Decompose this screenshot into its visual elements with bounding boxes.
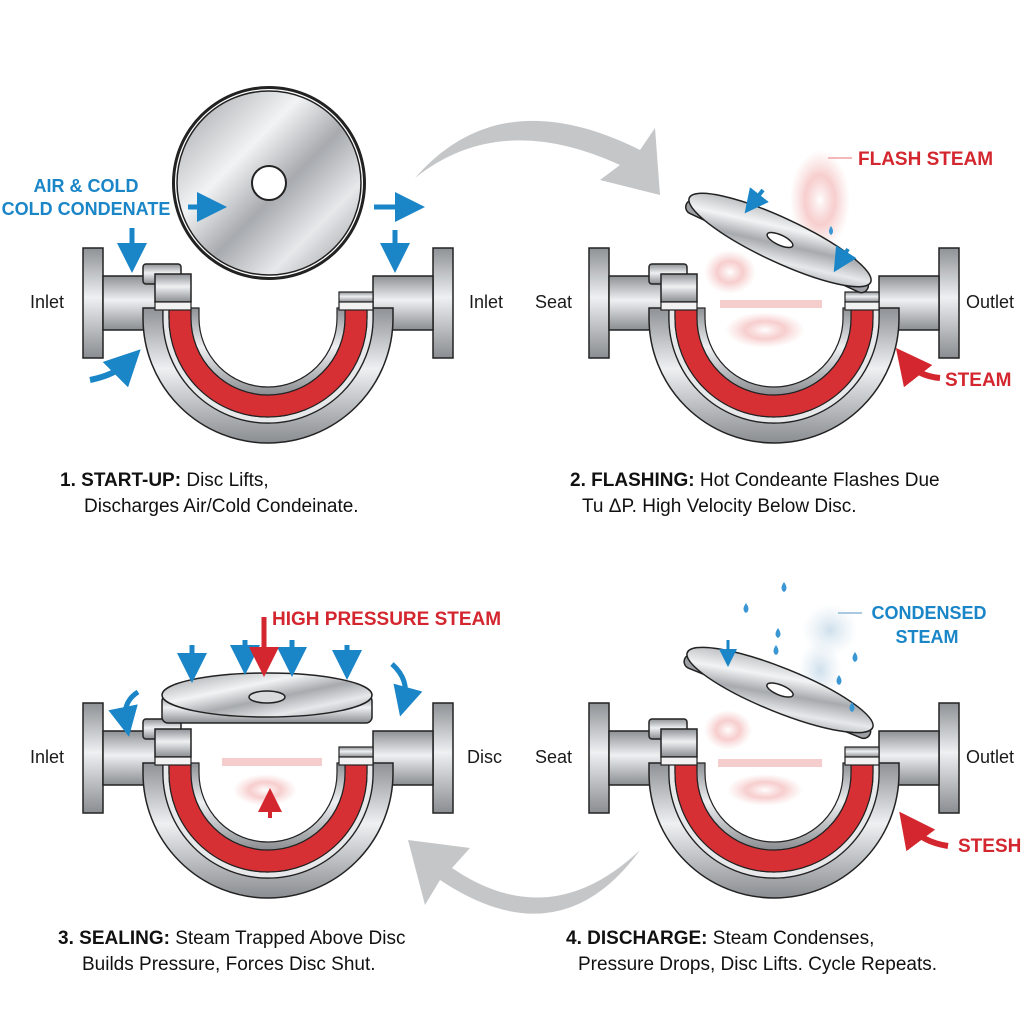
caption-number: 1. [60,470,76,491]
cycle-arrow-bottom [408,840,640,914]
label-outlet: Outlet [966,292,1014,312]
callout-flash-steam: FLASH STEAM [858,149,993,170]
flow-arrow-curved [390,662,423,717]
callout-air-cold: AIR & COLD [34,176,139,196]
water-drop-icon [781,582,787,592]
callout-cold-condensate: COLD CONDENATE [2,199,171,219]
steam-inlet-arrow [895,347,941,388]
caption-flashing: 2. FLASHING: Hot Condeante Flashes Due T… [570,468,940,520]
label-inlet-right: Inlet [469,292,503,312]
panel-flashing: FLASH STEAM STEAM Seat Outlet [535,149,1014,444]
caption-line1: Steam Condenses, [712,928,875,949]
panel-sealing: HIGH PRESSURE STEAM Inlet Disc [30,609,502,899]
water-drop-icon [743,603,749,613]
caption-number: 2. [570,470,586,491]
caption-line1: Steam Trapped Above Disc [175,928,406,949]
steam-puff [727,774,803,806]
caption-line2: Builds Pressure, Forces Disc Shut. [82,954,376,975]
disc [172,86,366,280]
label-outlet: Outlet [966,747,1014,767]
caption-title: SEALING: [79,928,170,949]
cycle-arrow-top [415,120,660,195]
callout-steam: STEAM [896,627,959,647]
disc-lifted [683,646,874,740]
water-drop-icon [852,652,858,662]
caption-line1: Disc Lifts, [186,470,269,491]
water-drop-icon [836,675,842,685]
water-drop-icon [775,628,781,638]
steam-puff [704,710,752,750]
callout-condensed: CONDENSED [871,603,986,623]
caption-line2: Tu ΔP. High Velocity Below Disc. [582,496,857,517]
steam-inlet-arrow [899,811,949,852]
steam-puff [704,250,756,294]
flow-arrow-curved [108,689,140,737]
flow-arrow [744,187,769,214]
callout-high-pressure-steam: HIGH PRESSURE STEAM [272,609,501,630]
steam-puff [725,312,805,348]
callout-steam: STEAM [945,370,1012,391]
caption-line1: Hot Condeante Flashes Due [699,470,940,491]
caption-title: FLASHING: [591,470,695,491]
caption-line2: Pressure Drops, Disc Lifts. Cycle Repeat… [578,954,938,975]
label-inlet-left: Inlet [30,292,64,312]
label-seat: Seat [535,747,572,767]
panel-discharge: CONDENSED STEAM STESH Seat Outlet [535,582,1021,899]
disc-seated [161,672,373,724]
caption-start-up: 1. START-UP: Disc Lifts, Discharges Air/… [60,468,359,520]
label-disc: Disc [467,747,502,767]
caption-sealing: 3. SEALING: Steam Trapped Above Disc Bui… [58,926,405,978]
caption-title: START-UP: [81,470,182,491]
caption-title: DISCHARGE: [587,928,708,949]
disc-tilted [685,192,872,294]
caption-number: 3. [58,928,74,949]
flow-arrow [833,245,857,273]
caption-discharge: 4. DISCHARGE: Steam Condenses, Pressure … [566,926,937,978]
label-inlet: Inlet [30,747,64,767]
inlet-flow-arrow [89,349,141,388]
panel-start-up: AIR & COLD COLD CONDENATE Inlet Inlet [2,86,503,444]
caption-number: 4. [566,928,582,949]
water-drop-icon [829,226,833,235]
flash-steam-cloud [790,150,850,250]
water-drop-icon [773,645,779,655]
steam-puff [233,774,297,806]
water-drop-icon [849,702,855,712]
callout-stesh: STESH [958,836,1021,857]
caption-line2: Discharges Air/Cold Condeinate. [84,496,359,517]
label-seat: Seat [535,292,572,312]
